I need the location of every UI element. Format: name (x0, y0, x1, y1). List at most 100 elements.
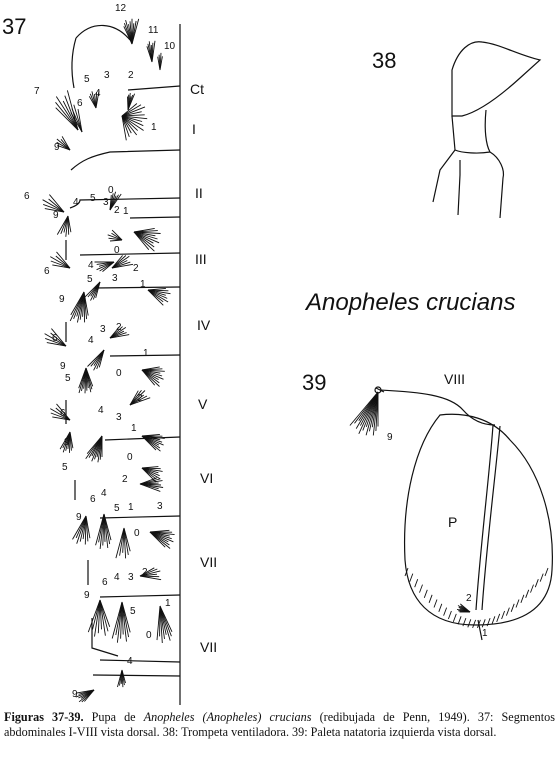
seta-bristle (72, 515, 87, 540)
seta-bristle (121, 115, 143, 122)
seta-iv-3: 3 (100, 324, 106, 335)
paddle-fringe-hair (544, 567, 549, 577)
segment-label-v: V (198, 396, 208, 412)
seta-iv-2: 2 (116, 322, 122, 333)
paddle-fringe-hair (501, 610, 506, 620)
seta-bristle (151, 40, 156, 63)
paddle-fringe-hair (438, 603, 443, 612)
paddle-fringe-hair (505, 607, 510, 616)
paddle-fringe-hair (467, 619, 472, 628)
seta-bristle (50, 256, 71, 269)
seta-ii-6: 6 (24, 191, 30, 202)
seta-bristle (56, 138, 71, 151)
seta-bristle (50, 412, 71, 421)
segment-label-ii: II (195, 185, 203, 201)
seta-bristle (73, 104, 83, 133)
seta-bristle (121, 115, 138, 136)
segment-label-vi: VI (200, 470, 213, 486)
seta-bristle (77, 109, 83, 133)
paddle-fringe-hair (491, 616, 496, 625)
seta-bristle (87, 599, 101, 633)
seta-iii-1: 1 (140, 279, 146, 290)
seta-bristle (119, 527, 125, 556)
seta-bristle (46, 342, 67, 347)
seta-bristle (95, 90, 100, 109)
seta-bristle (111, 229, 123, 241)
paddle-label: P (448, 514, 457, 530)
seta-v-9: 9 (64, 437, 70, 448)
segment-label-iv: IV (197, 317, 211, 333)
seta-bristle (133, 231, 158, 240)
seta-bristle (121, 104, 142, 117)
seta-iv-4: 4 (88, 335, 94, 346)
seta-vii-9: 9 (84, 590, 90, 601)
seta-ct-10: 10 (164, 41, 176, 52)
fig38-number: 38 (372, 48, 396, 73)
seta-ii-3: 3 (103, 197, 109, 208)
seta-bristle (120, 601, 123, 639)
seta-iv-9: 9 (60, 361, 66, 372)
seta-bristle (65, 215, 69, 237)
seta-bristle (133, 231, 155, 252)
seta-iii-0: 0 (114, 245, 120, 256)
seta-bristle (71, 108, 83, 133)
seta-v-6: 6 (60, 408, 66, 419)
seta-bristle (147, 289, 164, 306)
seta-bristle (129, 390, 146, 406)
seta-ct-9: 9 (54, 142, 60, 153)
seta-bristle (121, 115, 144, 127)
seta-iii-4: 4 (88, 260, 94, 271)
seta-bristle (55, 102, 79, 131)
seta-bristle (95, 513, 105, 546)
seta-bristle (76, 515, 87, 544)
seta-bristle (99, 513, 105, 549)
paddle-fringe-hair (472, 619, 477, 629)
seta-bristle (129, 397, 151, 406)
seta-bristle (70, 291, 85, 316)
seta-bristle (111, 601, 123, 639)
seta-bristle (121, 601, 127, 642)
caption-text-2: (redibujada de Penn, 1949). 37: Segmento… (4, 710, 555, 739)
seta-bristle (84, 515, 87, 545)
seta-bristle (94, 599, 101, 637)
caption-label: Figuras 37-39. (4, 710, 84, 724)
seta-bristle (78, 367, 87, 389)
seta-bristle (55, 107, 79, 131)
seta-v-3: 3 (116, 412, 122, 423)
seta-bristle (141, 369, 156, 386)
caption-text-1: Pupa de (83, 710, 144, 724)
seta-vii-4: 4 (114, 572, 120, 583)
seta-bristle (121, 114, 145, 117)
paddle-fringe-hair (423, 589, 428, 598)
seta-bristle (62, 100, 79, 131)
fig37-number: 37 (2, 14, 26, 39)
seta-bristle (108, 237, 123, 241)
seta-bristle (111, 263, 134, 269)
seta-v-0: 0 (127, 452, 133, 463)
seta-bristle (133, 231, 161, 234)
paddle-fringe-hair (414, 579, 419, 588)
paddle-fringe-hair (457, 616, 462, 625)
paddle-fringe-hair (428, 594, 433, 603)
seta-vi-9: 9 (76, 512, 82, 523)
seta-bristle (460, 603, 471, 613)
seta-bristle (45, 337, 67, 347)
seta-bristle (50, 260, 71, 269)
seta-bristle (133, 231, 155, 248)
seta-bristle (52, 264, 71, 269)
seta-bristle (49, 194, 65, 213)
segment-label-i: I (192, 121, 196, 137)
seta-bristle (127, 93, 136, 111)
paddle-segment-label: VIII (444, 371, 465, 387)
seta-bristle (51, 328, 67, 347)
segment-label-ct: Ct (190, 81, 204, 97)
seta-bristle (99, 599, 102, 630)
seta-bristle (56, 251, 71, 269)
seta-bristle (55, 407, 71, 421)
paddle-fringe-hair (433, 599, 438, 608)
seta-bristle (121, 115, 148, 120)
seta-vii-0: 0 (146, 630, 152, 641)
seta-bristle (131, 18, 140, 45)
seta-bristle (121, 115, 132, 134)
seta-v-2: 2 (137, 393, 143, 404)
